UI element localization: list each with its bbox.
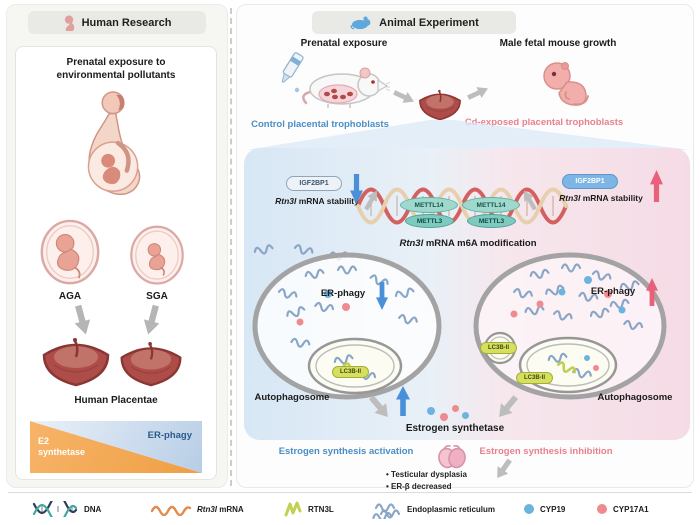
- control-trophoblast-label: Control placental trophoblasts: [251, 119, 389, 130]
- legend-er-icon: [372, 503, 401, 519]
- arrow-aga-to-placenta: [70, 303, 93, 336]
- animal-experiment-title: Animal Experiment: [379, 16, 479, 29]
- estrogen-synthetase-label: Estrogen synthetase: [405, 423, 505, 434]
- mettl14-badge-b: METTL14: [462, 197, 520, 213]
- legend-er-label: Endoplasmic reticulum: [407, 505, 496, 514]
- testis-illustration: [438, 445, 466, 469]
- bullet-erb-decreased: ER-β decreased: [386, 482, 536, 491]
- human-placentae-label: Human Placentae: [74, 395, 158, 406]
- legend-divider: [8, 492, 692, 493]
- er-phagy-gradient-label: ER-phagy: [147, 430, 192, 441]
- human-research-body: Prenatal exposure to environmental pollu…: [15, 46, 217, 480]
- legend-cyp17a1-dot: [597, 504, 607, 514]
- cyp17a1-dot-2: [452, 405, 459, 412]
- legend-cyp17a1-label: CYP17A1: [613, 505, 649, 514]
- mettl14-badge-a: METTL14: [400, 197, 458, 213]
- autophagosome-label-cd: Autophagosome: [597, 392, 673, 403]
- prenatal-exposure-caption: Prenatal exposure to environmental pollu…: [56, 57, 176, 81]
- legend-rtn3l-icon: [284, 501, 302, 517]
- legend-mrna-label: Rtn3l mRNA: [197, 505, 244, 514]
- igf2bp1-badge-cd: IGF2BP1: [562, 174, 618, 189]
- sga-label: SGA: [146, 291, 168, 302]
- human-research-header: Human Research: [28, 11, 206, 34]
- rat-illustration: [302, 67, 390, 108]
- mrna-stability-label-control: Rtn3l mRNA stability: [275, 196, 359, 206]
- autophagosome-label-control: Autophagosome: [254, 392, 330, 403]
- cyp17a1-dot-1: [440, 413, 448, 421]
- control-cell: [252, 252, 442, 400]
- dropper-icon: [281, 52, 304, 93]
- human-placenta-right: [120, 340, 182, 387]
- legend-dna-icon: [32, 501, 78, 517]
- funnel-shape: [246, 120, 690, 150]
- mettl3-badge-a: METTL3: [405, 214, 454, 228]
- outcome-bullets: Testicular dysplasia ER-β decreased: [386, 470, 536, 494]
- cyp19-dot-1: [427, 407, 435, 415]
- gradient-triangle: E2 synthetase ER-phagy: [30, 421, 202, 473]
- cd-cell: [473, 252, 667, 400]
- legend-mrna-icon: [150, 505, 192, 516]
- sga-fetus-illustration: [130, 225, 184, 285]
- fetus-icon: [64, 15, 74, 31]
- human-research-title: Human Research: [81, 16, 172, 29]
- legend-dna-label: DNA: [84, 505, 102, 514]
- mrna-stability-label-cd: Rtn3l mRNA stability: [559, 193, 643, 203]
- bullet-testicular-dysplasia: Testicular dysplasia: [386, 470, 536, 479]
- igf2bp1-badge-control: IGF2BP1: [286, 176, 342, 191]
- lc3b-badge-control: LC3B-II: [332, 366, 369, 378]
- arrow-sga-to-placenta: [140, 303, 163, 336]
- aga-label: AGA: [58, 291, 82, 302]
- male-fetal-mouse-label: Male fetal mouse growth: [499, 38, 617, 49]
- er-phagy-label-control: ER-phagy: [320, 288, 366, 299]
- mettl3-badge-b: METTL3: [467, 214, 516, 228]
- mouse-icon: [350, 16, 371, 30]
- animal-experiment-header: Animal Experiment: [312, 11, 516, 34]
- panel-divider: [230, 8, 232, 486]
- legend-rtn3l-label: RTN3L: [308, 505, 334, 514]
- e2-synthetase-label: E2 synthetase: [38, 436, 86, 458]
- lc3b-badge-cd-vesicle: LC3B-II: [480, 342, 517, 354]
- prenatal-exposure-label: Prenatal exposure: [300, 38, 388, 49]
- cd-trophoblast-label: Cd-exposed placental trophoblasts: [464, 117, 624, 128]
- legend-cyp19-dot: [524, 504, 534, 514]
- human-placenta-left: [42, 336, 110, 387]
- lc3b-badge-cd-autophagosome: LC3B-II: [516, 372, 553, 384]
- legend-cyp19-label: CYP19: [540, 505, 566, 514]
- er-phagy-label-cd: ER-phagy: [590, 286, 636, 297]
- fetal-mouse-illustration: [543, 62, 589, 106]
- estrogen-activation-label: Estrogen synthesis activation: [278, 446, 414, 457]
- aga-fetus-illustration: [40, 219, 100, 285]
- pregnant-woman-illustration: [87, 91, 141, 196]
- cyp19-dot-2: [462, 412, 469, 419]
- m6a-modification-label: Rtn3l mRNA m6A modification: [399, 238, 537, 249]
- estrogen-inhibition-label: Estrogen synthesis inhibition: [479, 446, 613, 457]
